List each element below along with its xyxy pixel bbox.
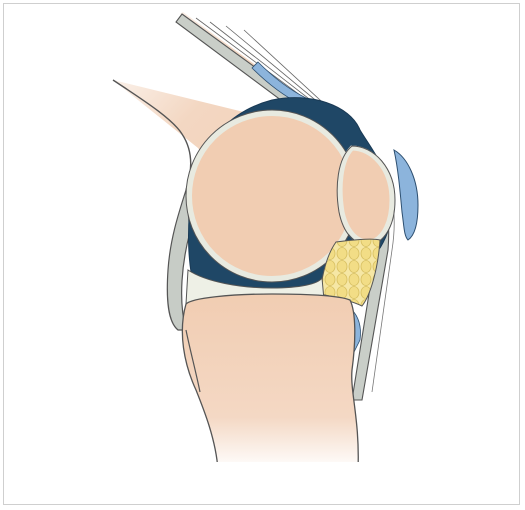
prepatellar-bursa bbox=[394, 150, 418, 240]
patella bbox=[340, 148, 392, 242]
tibia bbox=[182, 294, 358, 470]
